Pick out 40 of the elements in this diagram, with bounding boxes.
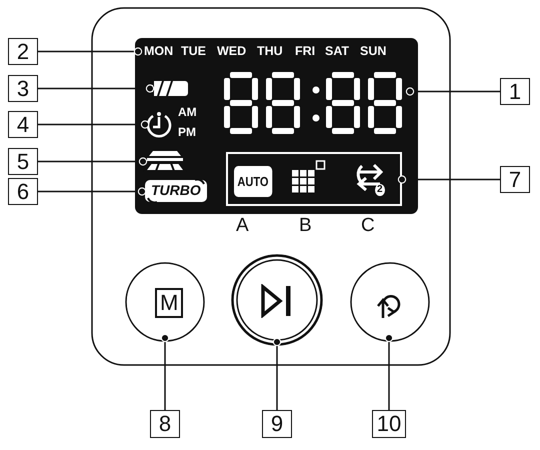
mode-letter: A [236,216,249,235]
weekday-label: THU [257,45,283,58]
weekday-label: MON [138,45,174,58]
mode-letter: B [299,216,312,235]
leader-line [38,47,142,56]
callout-number: 10 [372,410,406,438]
callout-number: 7 [500,166,530,193]
weekday-label: SUN [360,45,386,58]
mode-panel [226,152,402,206]
timer-icon [145,111,173,139]
auto-mode-label: AUTO [234,166,272,197]
round-button [231,254,323,346]
menu-label: M [155,288,184,318]
leader-line [38,120,150,129]
pm-label: PM [178,126,196,138]
weekday-label: WED [217,45,246,58]
leader-line [406,87,500,96]
leader-line [272,338,282,410]
weekday-label: FRI [295,45,316,58]
leader-line [38,157,148,166]
round-button [350,262,430,342]
leader-line [38,187,146,196]
am-label: AM [178,106,197,118]
turbo-label: TURBO [151,183,201,197]
mode-letter: C [361,216,375,235]
leader-line [38,84,154,93]
callout-number: 1 [500,78,530,105]
callout-number: 3 [8,75,38,102]
leader-line [398,175,500,184]
callout-number: 9 [262,410,292,438]
weekday-label: SAT [325,45,350,58]
round-button [125,262,205,342]
callout-number: 8 [150,410,180,438]
callout-number: 5 [8,148,38,175]
leader-line [384,334,394,410]
callout-number: 6 [8,178,38,205]
callout-number: 2 [8,38,38,65]
weekday-label: TUE [181,45,206,58]
callout-number: 4 [8,111,38,138]
leader-line [160,334,170,410]
